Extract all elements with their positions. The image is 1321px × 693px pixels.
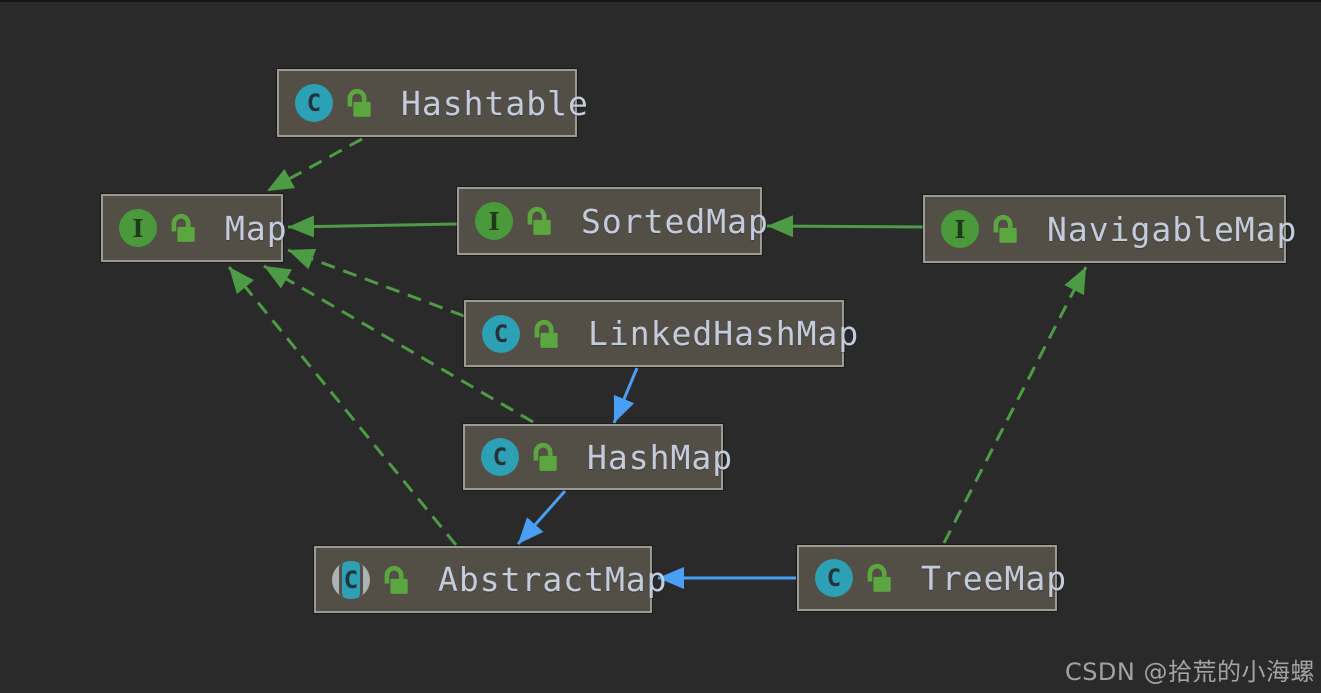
edge-sortedmap-extends-map (287, 215, 458, 238)
public-lock-icon (384, 565, 408, 594)
interface-node-navigablemap[interactable]: I NavigableMap (923, 195, 1296, 263)
edge-hashtable-implements-map (266, 137, 363, 193)
public-lock-icon (533, 442, 557, 471)
public-lock-icon (993, 214, 1017, 243)
interface-icon: I (475, 202, 513, 240)
class-icon: C (482, 314, 520, 353)
node-label: TreeMap (921, 558, 1068, 598)
node-label: Map (225, 208, 288, 248)
interface-icon: I (941, 210, 979, 248)
interface-node-sortedmap[interactable]: I SortedMap (457, 187, 768, 255)
edge-treemap-implements-navigablemap (942, 266, 1088, 544)
public-lock-icon (527, 206, 551, 235)
edge-linkedhashmap-implements-map (287, 248, 465, 318)
class-node-hashtable[interactable]: C Hashtable (277, 69, 588, 137)
watermark-text: CSDN @拾荒的小海螺 (1064, 658, 1315, 686)
edge-navigablemap-extends-sortedmap (766, 215, 925, 238)
class-node-treemap[interactable]: C TreeMap (797, 545, 1066, 611)
node-label: NavigableMap (1047, 209, 1298, 249)
class-node-hashmap[interactable]: C HashMap (463, 424, 732, 490)
class-icon: C (295, 84, 333, 122)
edge-hashmap-implements-map (263, 264, 534, 424)
node-label: Hashtable (401, 83, 589, 123)
node-label: LinkedHashMap (588, 314, 860, 353)
abstract-node-abstractmap[interactable]: C AbstractMap (314, 546, 667, 613)
abstract-class-icon: C (332, 560, 370, 599)
edge-hashmap-extends-abstractmap (516, 490, 567, 545)
node-label: SortedMap (581, 201, 769, 241)
node-label: HashMap (587, 437, 734, 477)
node-label: AbstractMap (438, 560, 668, 599)
public-lock-icon (867, 563, 891, 592)
edge-linkedhashmap-extends-hashmap (612, 367, 639, 424)
edge-abstractmap-implements-map (227, 266, 458, 546)
public-lock-icon (347, 88, 371, 117)
class-icon: C (481, 438, 519, 476)
public-lock-icon (171, 213, 195, 242)
class-icon: C (815, 559, 853, 597)
interface-icon: I (119, 209, 157, 247)
class-node-linkedhashmap[interactable]: C LinkedHashMap (464, 300, 858, 367)
interface-node-map[interactable]: I Map (101, 194, 287, 262)
public-lock-icon (534, 319, 558, 348)
